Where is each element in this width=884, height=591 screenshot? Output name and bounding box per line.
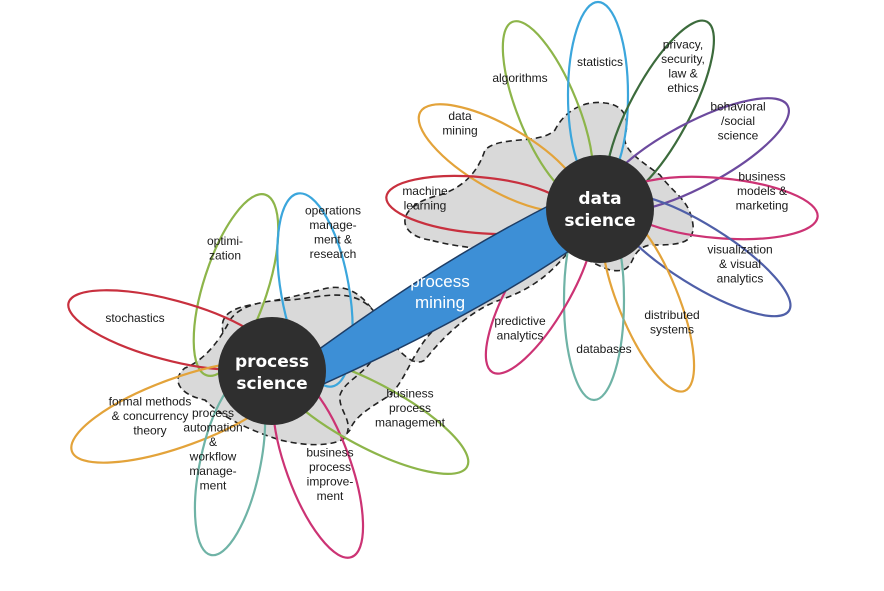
privacy-label-line: security, — [661, 52, 705, 66]
business-models-label-line: business — [738, 170, 785, 184]
process-science-label-line1: process — [235, 352, 309, 372]
business-process-improvement-label-line: process — [309, 460, 351, 474]
data-science-hub — [546, 155, 654, 263]
databases-label: databases — [576, 342, 631, 356]
process-science-label-line2: science — [236, 374, 307, 394]
process-automation-label-line: ment — [200, 478, 227, 492]
formal-methods-label-line: formal methods — [109, 395, 192, 409]
data-science-petals: algorithms statistics privacy,security,law… — [385, 0, 819, 402]
operations-label-line: ment & — [314, 232, 352, 246]
statistics-label-line: statistics — [577, 55, 623, 69]
business-process-management-label-line: business — [386, 387, 433, 401]
optimization-label-line: zation — [209, 248, 241, 262]
statistics-label: statistics — [577, 55, 623, 69]
privacy-label-line: ethics — [667, 81, 698, 95]
process-mining-label-line1: process — [410, 272, 470, 291]
machine-learning-label-line: learning — [404, 198, 447, 212]
distributed-systems-label-line: distributed — [644, 308, 699, 322]
process-automation-label-line: workflow — [189, 449, 237, 463]
predictive-analytics-label-line: predictive — [494, 314, 546, 328]
predictive-analytics-label-line: analytics — [497, 328, 544, 342]
business-process-management-label-line: management — [375, 416, 446, 430]
behavioral-label-line: science — [718, 129, 759, 143]
databases-label-line: databases — [576, 342, 631, 356]
business-process-improvement-label-line: business — [306, 445, 353, 459]
process-automation-label-line: manage- — [189, 464, 236, 478]
business-process-improvement-label-line: improve- — [307, 474, 354, 488]
optimization-label-line: optimi- — [207, 234, 243, 248]
machine-learning-label-line: machine — [402, 184, 448, 198]
algorithms-label-line: algorithms — [492, 71, 547, 85]
business-process-improvement-label-line: ment — [317, 489, 344, 503]
data-science-label-line1: data — [578, 189, 621, 209]
process-science-hub — [218, 317, 326, 425]
data-mining-label-line: mining — [442, 123, 477, 137]
optimization-petal — [192, 193, 280, 377]
stochastics-label: stochastics — [105, 311, 164, 325]
privacy-label-line: privacy, — [663, 37, 703, 51]
optimization-label: optimi-zation — [207, 234, 243, 263]
business-models-label-line: models & — [737, 184, 787, 198]
visualization-label-line: analytics — [717, 272, 764, 286]
business-process-management-label-line: process — [389, 401, 431, 415]
visualization-label-line: visualization — [707, 243, 772, 257]
visualization-label-line: & visual — [719, 257, 761, 271]
data-science-label-line2: science — [564, 211, 635, 231]
process-automation-label-line: process — [192, 406, 234, 420]
process-automation-label-line: automation — [183, 420, 242, 434]
privacy-label-line: law & — [668, 66, 697, 80]
behavioral-label-line: /social — [721, 114, 755, 128]
data-mining-label-line: data — [448, 109, 472, 123]
operations-label-line: operations — [305, 203, 361, 217]
formal-methods-label-line: theory — [133, 424, 166, 438]
behavioral-label-line: behavioral — [710, 100, 765, 114]
operations-petal — [276, 192, 354, 388]
operations-label-line: manage- — [309, 218, 356, 232]
stochastics-label-line: stochastics — [105, 311, 164, 325]
privacy-label: privacy,security,law &ethics — [661, 37, 705, 95]
algorithms-label: algorithms — [492, 71, 547, 85]
formal-methods-label-line: & concurrency — [112, 409, 189, 423]
operations-label-line: research — [310, 247, 357, 261]
business-models-label-line: marketing — [736, 199, 789, 213]
process-mining-label-line2: mining — [415, 293, 465, 312]
distributed-systems-label-line: systems — [650, 322, 694, 336]
process-automation-label-line: & — [209, 435, 217, 449]
